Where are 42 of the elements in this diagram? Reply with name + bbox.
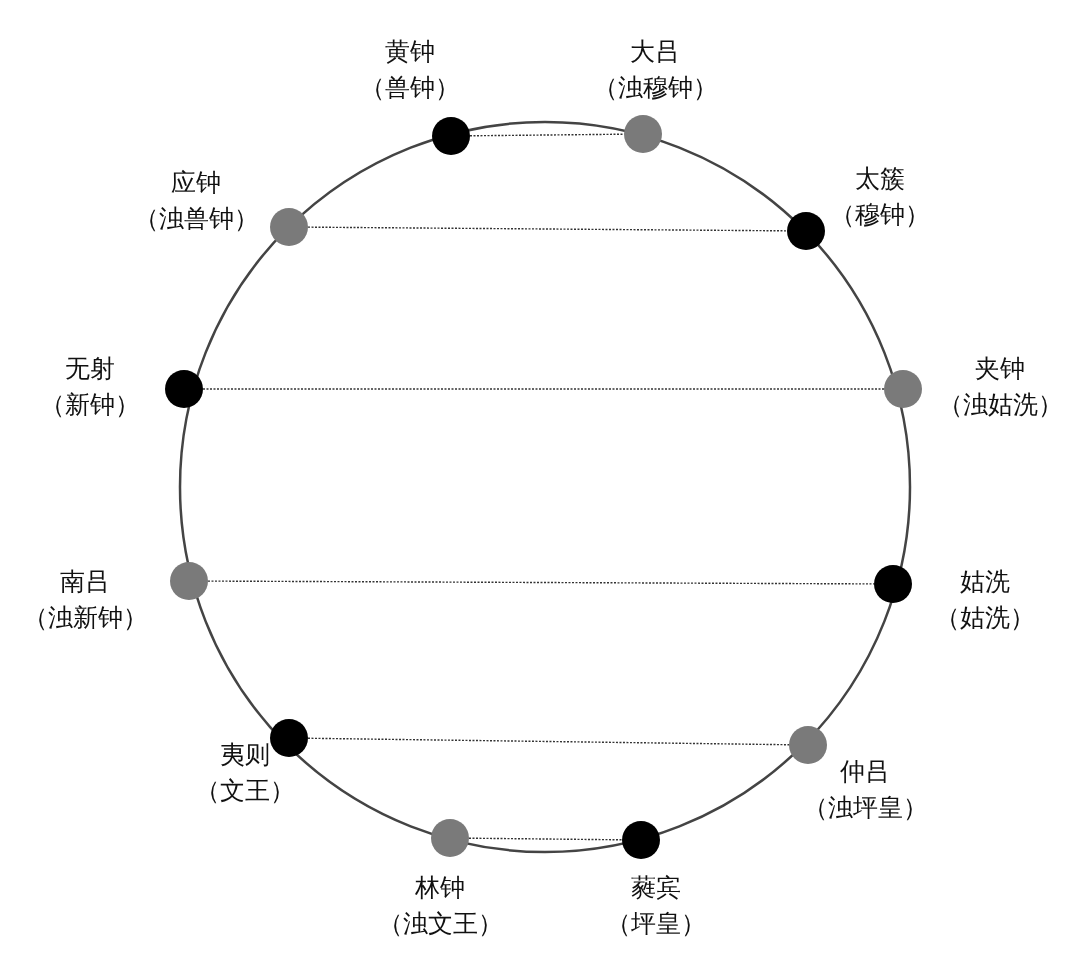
alias-name: （兽钟） <box>360 73 460 103</box>
pitch-name: 黄钟 <box>385 37 435 67</box>
pitch-dot <box>431 819 469 857</box>
pitch-name: 仲吕 <box>840 757 890 787</box>
pitch-name: 姑洗 <box>960 567 1010 597</box>
alias-name: （浊新钟） <box>22 603 148 633</box>
pitch-dot <box>270 208 308 246</box>
connector-line <box>307 226 788 232</box>
pitch-name: 蕤宾 <box>631 873 681 903</box>
pitch-name: 林钟 <box>415 873 465 903</box>
pitch-dot <box>789 726 827 764</box>
pitch-dot <box>170 562 208 600</box>
connector-line <box>207 580 875 585</box>
connector-line <box>202 388 885 390</box>
pitch-dot <box>624 115 662 153</box>
connector-line <box>469 133 625 137</box>
alias-name: （浊姑洗） <box>937 390 1063 420</box>
alias-name: （坪皇） <box>606 909 706 939</box>
pitch-dot <box>165 370 203 408</box>
pitch-dot <box>884 370 922 408</box>
pitch-dot <box>622 821 660 859</box>
alias-name: （浊坪皇） <box>802 793 928 823</box>
alias-name: （穆钟） <box>830 200 930 230</box>
pitch-name: 夹钟 <box>975 354 1025 384</box>
pitch-name: 夷则 <box>220 740 270 770</box>
alias-name: （浊文王） <box>377 909 503 939</box>
pitch-name: 无射 <box>65 354 115 384</box>
pitch-dot <box>874 565 912 603</box>
pitch-name: 应钟 <box>171 168 221 198</box>
connector-line <box>307 737 790 746</box>
alias-name: （姑洗） <box>935 603 1035 633</box>
pitch-name: 大吕 <box>630 37 680 67</box>
alias-name: （文王） <box>195 776 295 806</box>
pitch-dot <box>787 212 825 250</box>
connector-line <box>468 837 623 841</box>
pitch-name: 太簇 <box>855 164 905 194</box>
pitch-name: 南吕 <box>60 567 110 597</box>
alias-name: （浊兽钟） <box>133 204 259 234</box>
pitch-dot <box>270 719 308 757</box>
alias-name: （浊穆钟） <box>592 73 718 103</box>
alias-name: （新钟） <box>40 390 140 420</box>
pitch-dot <box>432 117 470 155</box>
